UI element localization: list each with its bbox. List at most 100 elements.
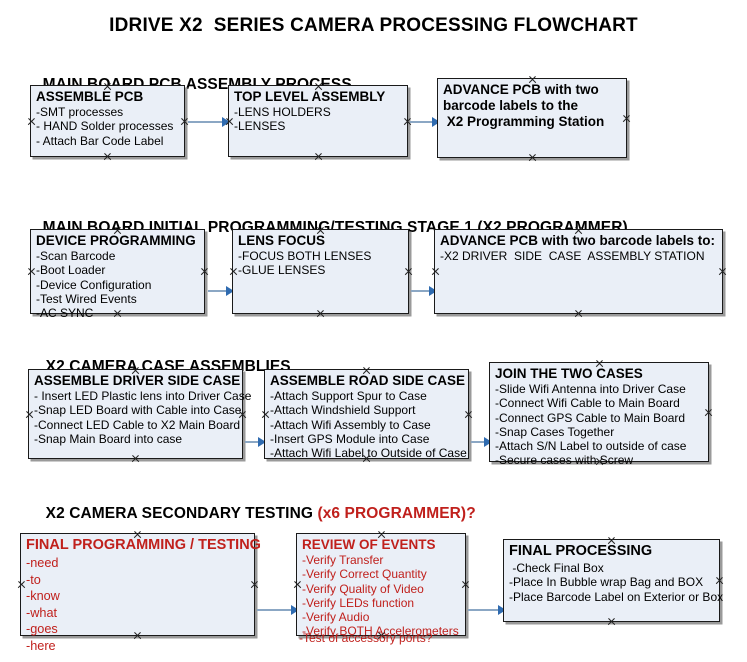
connector-road-side-case-to-join-cases[interactable] [471,441,489,443]
box-line: -Verify BOTH Accelerometers [302,624,459,639]
box-line: - Insert LED Plastic lens into Driver Ca… [34,389,252,403]
box-line: -Snap Cases Together [495,424,615,439]
resize-handle-right[interactable] [461,580,470,589]
resize-handle-left[interactable] [25,410,34,419]
connector-assemble-pcb-to-top-level-assembly[interactable] [188,121,225,123]
box-line: -need [26,556,59,570]
connector-driver-side-case-to-road-side-case[interactable] [245,441,263,443]
resize-handle-right[interactable] [250,580,259,589]
connector-final-programming-to-review-of-events[interactable] [257,609,294,611]
process-box-assemble-road-side-case[interactable]: ASSEMBLE ROAD SIDE CASE -Attach Support … [261,369,469,461]
box-line: -Insert GPS Module into Case [270,431,430,446]
process-box-device-programming[interactable]: DEVICE PROGRAMMING -Scan Barcode -Boot L… [27,229,205,320]
arrowhead-icon [291,605,299,615]
box-line: -Place Barcode Label on Exterior or Box [509,589,724,604]
resize-handle-bottom[interactable] [103,152,112,161]
resize-handle-right[interactable] [718,267,727,276]
resize-handle-left[interactable] [261,410,270,419]
box-overflow-line: -Test of accessory ports? [299,631,433,645]
resize-handle-right[interactable] [200,267,209,276]
box-line: -Connect Wifi Cable to Main Board [495,396,680,411]
box-line: -AC SYNC [36,306,94,321]
resize-handle-right[interactable] [715,576,724,585]
box-line: -Connect GPS Cable to Main Board [495,410,686,425]
process-box-advance-pcb-to-programming-station[interactable]: ADVANCE PCB with two barcode labels to t… [437,78,627,158]
resize-handle-right[interactable] [704,408,713,417]
resize-handle-bottom[interactable] [574,309,583,318]
page-title: IDRIVE X2 SERIES CAMERA PROCESSING FLOWC… [109,15,638,36]
box-line: -Verify Audio [302,610,370,625]
process-box-final-programming-testing[interactable]: FINAL PROGRAMMING / TESTING -need -to -k… [17,533,261,653]
process-box-join-the-two-cases[interactable]: JOIN THE TWO CASES -Slide Wifi Antenna i… [489,362,709,467]
box-title: ADVANCE PCB with two [443,82,599,97]
resize-handle-bottom[interactable] [131,454,140,463]
resize-handle-right[interactable] [622,114,631,123]
resize-handle-right[interactable] [404,267,413,276]
connector-review-of-events-to-final-processing[interactable] [468,609,501,611]
box-line: -what [26,605,58,620]
resize-handle-bottom[interactable] [314,152,323,161]
resize-handle-left[interactable] [431,267,440,276]
box-line: -Place In Bubble wrap Bag and BOX [509,575,704,590]
box-line: -Attach Support Spur to Case [270,389,427,403]
box-line: -Attach Wifi Label to Outside of Case [270,446,467,461]
resize-handle-left[interactable] [27,117,36,126]
arrowhead-icon [429,286,437,296]
box-title: ASSEMBLE DRIVER SIDE CASE [34,373,241,388]
box-line: -Verify Correct Quantity [302,567,427,582]
arrowhead-icon [484,437,492,447]
resize-handle-left[interactable] [229,267,238,276]
box-line: -Verify Transfer [302,553,384,567]
arrowhead-icon [222,117,230,127]
box-title: ASSEMBLE PCB [36,89,144,104]
box-line: -Snap LED Board with Cable into Case [34,403,242,418]
process-box-final-processing[interactable]: FINAL PROCESSING -Check Final Box -Place… [503,539,724,622]
box-line: -Verify Quality of Video [302,581,424,596]
resize-handle-left[interactable] [17,580,26,589]
arrowhead-icon [498,605,506,615]
resize-handle-left[interactable] [27,267,36,276]
process-box-review-of-events[interactable]: REVIEW OF EVENTS -Verify Transfer -Verif… [293,533,466,639]
process-box-lens-focus[interactable]: LENS FOCUS -FOCUS BOTH LENSES -GLUE LENS… [232,229,409,314]
box-line: -Boot Loader [36,263,106,278]
box-line: -Check Final Box [509,561,604,575]
resize-handle-bottom[interactable] [528,153,537,162]
box-line: -Slide Wifi Antenna into Driver Case [495,382,686,396]
box-line: -Attach Wifi Assembly to Case [270,417,431,432]
process-box-advance-pcb-to-driver-side-case[interactable]: ADVANCE PCB with two barcode labels to: … [434,229,723,314]
resize-handle-bottom[interactable] [316,309,325,318]
box-title: ADVANCE PCB with two barcode labels to: [440,233,716,248]
resize-handle-bottom[interactable] [607,617,616,626]
section-heading-text: X2 CAMERA SECONDARY TESTING [45,505,318,522]
box-line: -SMT processes [36,105,124,119]
box-line: -Secure cases with Screw [495,453,634,468]
process-box-assemble-driver-side-case[interactable]: ASSEMBLE DRIVER SIDE CASE - Insert LED P… [25,369,252,459]
process-box-assemble-pcb[interactable]: ASSEMBLE PCB -SMT processes - HAND Solde… [30,85,185,157]
connector-device-programming-to-lens-focus[interactable] [208,290,230,292]
arrowhead-icon [226,286,234,296]
box-line: -Verify LEDs function [302,595,415,610]
connector-top-level-assembly-to-advance-pcb[interactable] [410,121,435,123]
box-line: -X2 DRIVER SIDE CASE ASSEMBLY STATION [440,249,705,263]
box-title: REVIEW OF EVENTS [302,537,436,552]
box-title: JOIN THE TWO CASES [495,366,643,381]
box-line: -LENS HOLDERS [234,105,331,119]
box-title: TOP LEVEL ASSEMBLY [234,89,386,104]
box-line: -LENSES [234,119,286,134]
section-heading-suffix: (x6 PROGRAMMER)? [317,505,476,522]
connector-lens-focus-to-advance-pcb[interactable] [411,290,433,292]
box-line: -know [26,589,60,603]
resize-handle-left[interactable] [293,580,302,589]
box-title: FINAL PROGRAMMING / TESTING [26,537,261,553]
process-box-top-level-assembly[interactable]: TOP LEVEL ASSEMBLY -LENS HOLDERS -LENSES [228,85,408,157]
box-line: -goes [26,622,58,636]
resize-handle-right[interactable] [464,410,473,419]
box-line: -Attach Windshield Support [270,403,416,418]
box-title: LENS FOCUS [238,233,326,248]
box-title: ASSEMBLE ROAD SIDE CASE [270,373,466,388]
box-line: -Scan Barcode [36,249,116,263]
box-line: -here [26,638,56,653]
box-line: -Attach S/N Label to outside of case [495,439,687,454]
box-line: - HAND Solder processes [36,119,174,134]
